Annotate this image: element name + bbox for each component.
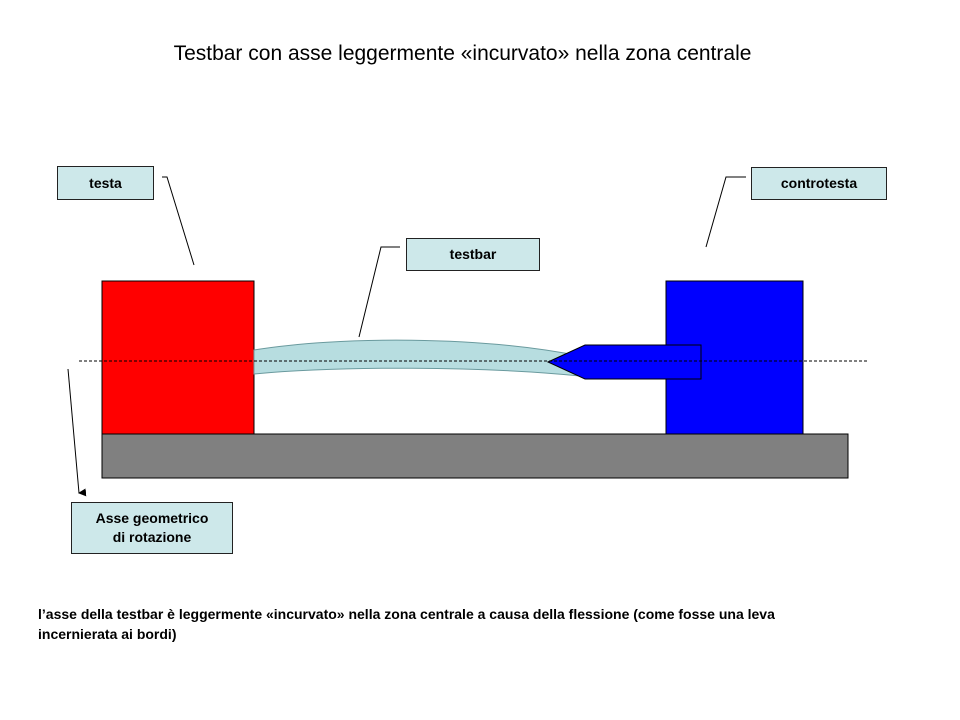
testa-block <box>101 280 255 435</box>
caption-text: l’asse della testbar è leggermente «incu… <box>38 606 775 642</box>
controtesta-center-point <box>546 344 702 380</box>
leader-testa <box>162 176 195 266</box>
label-asse-geometrico: Asse geometrico di rotazione <box>71 502 233 554</box>
leader-testbar <box>358 246 400 338</box>
leader-controtesta <box>705 176 746 248</box>
label-testbar: testbar <box>406 238 540 271</box>
label-controtesta: controtesta <box>751 167 887 200</box>
slide-title: Testbar con asse leggermente «incurvato»… <box>173 42 752 65</box>
label-testa: testa <box>57 166 154 200</box>
arrow-asse <box>67 368 87 497</box>
testbar-curved <box>253 339 581 377</box>
base-plate <box>101 433 849 479</box>
